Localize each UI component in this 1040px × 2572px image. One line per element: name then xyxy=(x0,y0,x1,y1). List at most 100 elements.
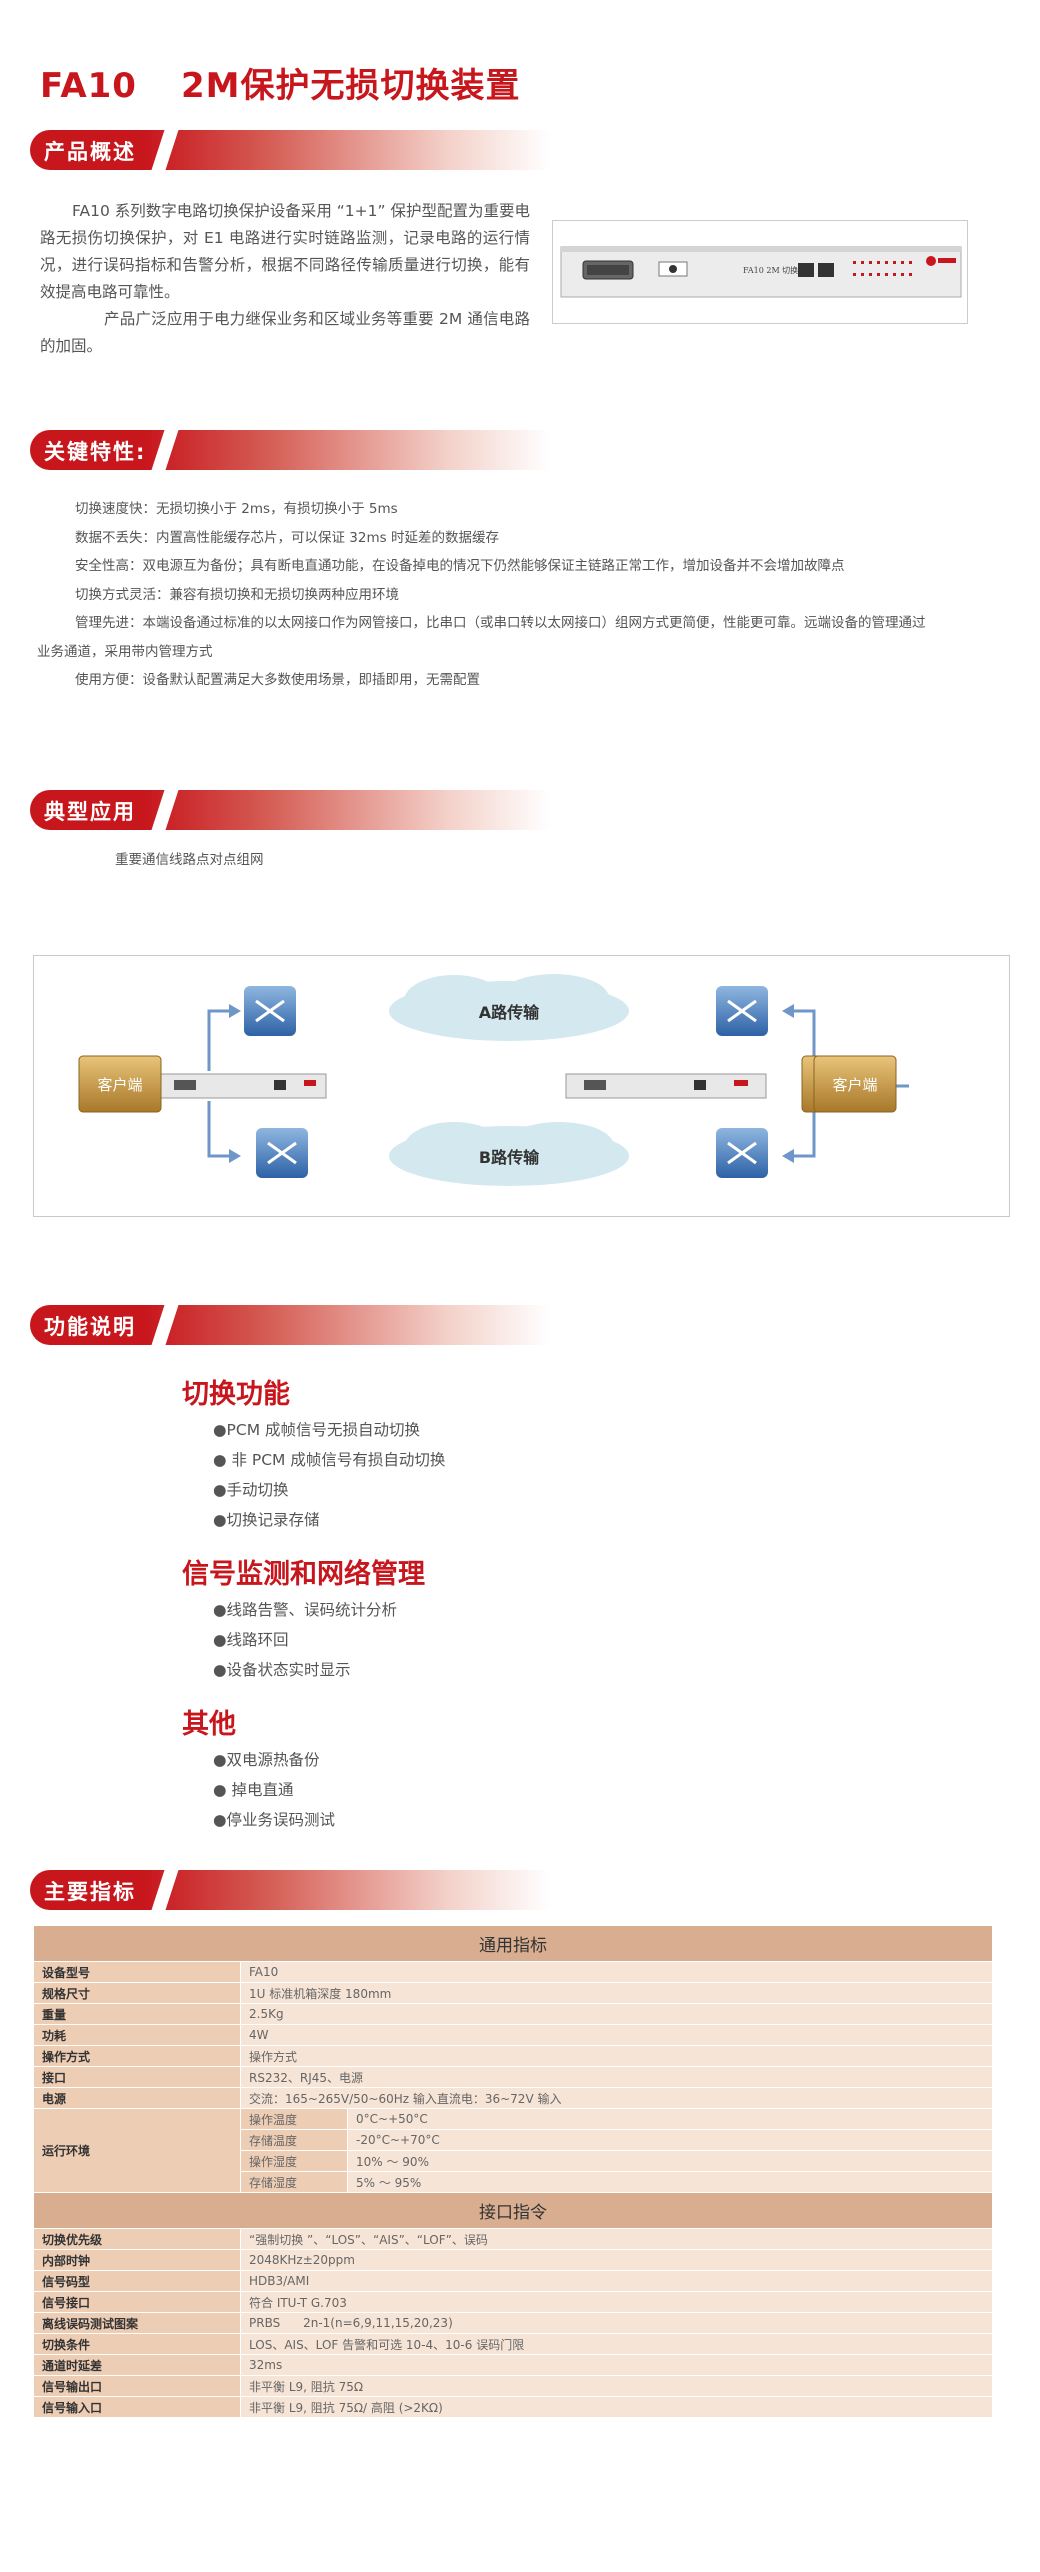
spec-key: 切换条件 xyxy=(33,2333,241,2355)
spec-subkey: 存储湿度 xyxy=(240,2171,348,2193)
spec-value: 2.5Kg xyxy=(240,2003,993,2025)
spec-key: 设备型号 xyxy=(33,1961,241,1983)
function-item: ●设备状态实时显示 xyxy=(213,1661,351,1679)
section-title: 典型应用 xyxy=(44,800,136,824)
overview-paragraph-2: 产品广泛应用于电力继保业务和区域业务等重要 2M 通信电路的加固。 xyxy=(40,310,530,355)
client-right-label: 客户端 xyxy=(832,1076,877,1094)
spec-key: 操作方式 xyxy=(33,2045,241,2067)
feature-item: 管理先进：本端设备通过标准的以太网接口作为网管接口，比串口（或串口转以太网接口）… xyxy=(75,615,926,631)
feature-item: 业务通道，采用带内管理方式 xyxy=(37,643,213,660)
switch-icon xyxy=(256,1128,308,1178)
spec-value: FA10 xyxy=(240,1961,993,1983)
product-image: FA10 2M 切换装置 xyxy=(552,220,968,324)
section-header-overview: 产品概述 xyxy=(30,130,550,170)
function-item: ●PCM 成帧信号无损自动切换 xyxy=(213,1421,420,1439)
spec-value: 符合 ITU-T G.703 xyxy=(240,2291,993,2313)
spec-key: 信号码型 xyxy=(33,2270,241,2292)
spec-header-interface: 接口指令 xyxy=(33,2192,993,2229)
switch-icon xyxy=(244,986,296,1036)
section-title: 主要指标 xyxy=(44,1880,136,1904)
spec-value: 10% 〜 90% xyxy=(347,2150,993,2172)
table-row: 信号输入口非平衡 L9, 阻抗 75Ω/ 高阻 (>2KΩ) xyxy=(33,2396,993,2418)
spec-value: 4W xyxy=(240,2024,993,2046)
table-row: 信号接口符合 ITU-T G.703 xyxy=(33,2291,993,2313)
spec-key: 离线误码测试图案 xyxy=(33,2312,241,2334)
spec-value: -20°C~+70°C xyxy=(347,2129,993,2151)
device-icon xyxy=(565,1073,767,1099)
spec-value: RS232、RJ45、电源 xyxy=(240,2066,993,2088)
section-title: 关键特性: xyxy=(44,440,147,464)
table-row: 电源交流：165~265V/50~60Hz 输入直流电：36~72V 输入 xyxy=(33,2087,993,2109)
spec-value: “强制切换 ”、“LOS”、“AIS”、“LOF”、误码 xyxy=(240,2228,993,2250)
function-item: ●双电源热备份 xyxy=(213,1751,320,1769)
path-a-label: A路传输 xyxy=(479,1003,540,1022)
section-header-functions: 功能说明 xyxy=(30,1305,550,1345)
application-caption: 重要通信线路点对点组网 xyxy=(115,852,264,868)
spec-key: 切换优先级 xyxy=(33,2228,241,2250)
switch-icon xyxy=(716,986,768,1036)
spec-value: 操作方式 xyxy=(240,2045,993,2067)
spec-key: 接口 xyxy=(33,2066,241,2088)
spec-value: 0°C~+50°C xyxy=(347,2108,993,2130)
spec-key: 信号输入口 xyxy=(33,2396,241,2418)
spec-value: HDB3/AMI xyxy=(240,2270,993,2292)
spec-key: 功耗 xyxy=(33,2024,241,2046)
function-item: ● 非 PCM 成帧信号有损自动切换 xyxy=(213,1451,446,1469)
spec-key: 电源 xyxy=(33,2087,241,2109)
client-left-label: 客户端 xyxy=(97,1076,142,1094)
spec-key: 运行环境 xyxy=(33,2108,241,2193)
function-item: ● 掉电直通 xyxy=(213,1781,294,1799)
function-item: ●停业务误码测试 xyxy=(213,1811,336,1829)
section-header-application: 典型应用 xyxy=(30,790,550,830)
feature-item: 切换速度快：无损切换小于 2ms，有损切换小于 5ms xyxy=(75,501,398,517)
table-row: 信号输出口非平衡 L9, 阻抗 75Ω xyxy=(33,2375,993,2397)
spec-key: 信号输出口 xyxy=(33,2375,241,2397)
function-heading: 切换功能 xyxy=(182,1379,290,1410)
device-icon xyxy=(155,1073,327,1099)
function-item: ●手动切换 xyxy=(213,1481,289,1499)
feature-item: 使用方便：设备默认配置满足大多数使用场景，即插即用，无需配置 xyxy=(75,672,480,688)
function-heading: 信号监测和网络管理 xyxy=(182,1559,425,1590)
feature-item: 切换方式灵活：兼容有损切换和无损切换两种应用环境 xyxy=(75,586,399,603)
function-item: ●切换记录存储 xyxy=(213,1511,320,1529)
spec-value: 交流：165~265V/50~60Hz 输入直流电：36~72V 输入 xyxy=(240,2087,993,2109)
spec-header-general: 通用指标 xyxy=(33,1925,993,1962)
spec-key: 规格尺寸 xyxy=(33,1982,241,2004)
device-label: FA10 2M 切换装置 xyxy=(743,265,814,275)
spec-subkey: 操作温度 xyxy=(240,2108,348,2130)
feature-item: 数据不丢失：内置高性能缓存芯片，可以保证 32ms 时延差的数据缓存 xyxy=(75,529,499,546)
product-name: 2M保护无损切换装置 xyxy=(180,66,521,106)
table-row: 操作方式操作方式 xyxy=(33,2045,993,2067)
spec-value: 非平衡 L9, 阻抗 75Ω/ 高阻 (>2KΩ) xyxy=(240,2396,993,2418)
function-item: ●线路环回 xyxy=(213,1631,289,1649)
table-row: 存储温度-20°C~+70°C xyxy=(34,2129,993,2151)
path-b-label: B路传输 xyxy=(479,1148,540,1167)
spec-value: 32ms xyxy=(240,2354,993,2376)
switch-icon xyxy=(716,1128,768,1178)
overview-paragraph-1: FA10 系列数字电路切换保护设备采用 “1+1” 保护型配置为重要电路无损伤切… xyxy=(40,202,530,301)
features-list: 切换速度快：无损切换小于 2ms，有损切换小于 5ms 数据不丢失：内置高性能缓… xyxy=(37,495,1017,695)
function-item: ●线路告警、误码统计分析 xyxy=(213,1601,398,1619)
feature-item: 安全性高：双电源互为备份；具有断电直通功能，在设备掉电的情况下仍然能够保证主链路… xyxy=(75,558,845,574)
section-title: 产品概述 xyxy=(44,140,136,164)
spec-value: 2048KHz±20ppm xyxy=(240,2249,993,2271)
device-front-panel: FA10 2M 切换装置 xyxy=(560,246,962,298)
spec-value: 5% 〜 95% xyxy=(347,2171,993,2193)
function-heading: 其他 xyxy=(182,1709,236,1740)
spec-key: 通道时延差 xyxy=(33,2354,241,2376)
spec-value: 非平衡 L9, 阻抗 75Ω xyxy=(240,2375,993,2397)
spec-value: PRBS 2n-1(n=6,9,11,15,20,23) xyxy=(240,2312,993,2334)
spec-subkey: 存储温度 xyxy=(240,2129,348,2151)
